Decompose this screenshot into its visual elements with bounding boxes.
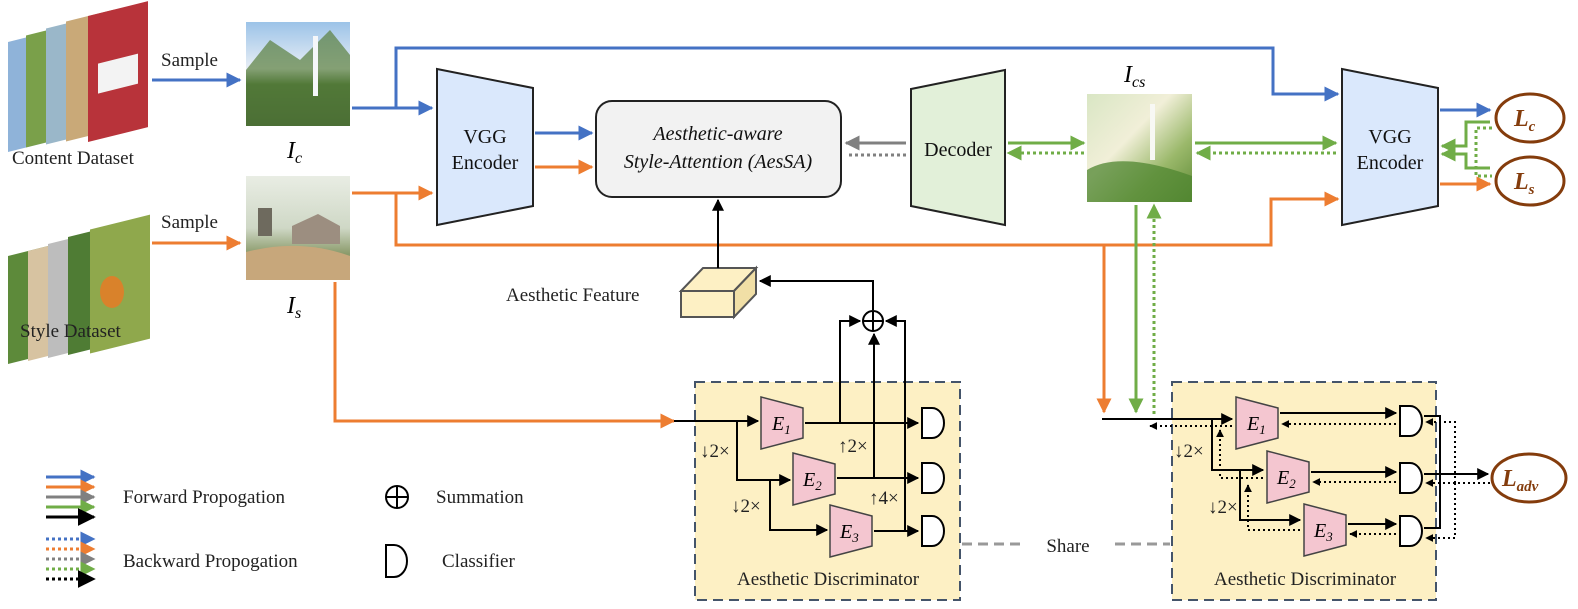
disc-right-down2: ↓2×	[1208, 497, 1238, 518]
content-loss-node	[1494, 92, 1566, 144]
style-bypass-line	[352, 191, 1340, 247]
legend-summation-icon	[385, 485, 409, 509]
decoder-label: Decoder	[924, 139, 992, 161]
loss-c-back-green	[1440, 120, 1490, 154]
disc-left-e2	[792, 452, 836, 506]
disc-left-classifier-2	[921, 462, 945, 494]
disc-left-e3-label: E3	[839, 521, 859, 545]
adversarial-loss-label: Ladv	[1501, 466, 1539, 495]
disc-right-classifier-2	[1399, 462, 1423, 494]
cls3-to-adv	[1424, 474, 1441, 529]
aesthetic-feature-block	[678, 265, 759, 320]
vgg-encoder-right-line2: Encoder	[1357, 152, 1424, 174]
disc-right-e3-label: E3	[1313, 520, 1333, 544]
aessa-line1: Aesthetic-aware	[651, 123, 782, 145]
style-loss-node	[1494, 155, 1566, 207]
disc-right-branch-e2-dotted	[1216, 429, 1263, 479]
adversarial-loss-node	[1490, 452, 1568, 504]
style-loss-label: Ls	[1513, 169, 1535, 198]
disc-right-e2	[1266, 450, 1310, 504]
legend-classifier-label: Classifier	[442, 551, 515, 572]
disc-left-e3-to-sum	[884, 315, 906, 531]
sample-label-content: Sample	[161, 50, 218, 71]
decoder-module	[910, 68, 1006, 227]
style-dataset-label: Style Dataset	[20, 321, 122, 342]
disc-left-e1	[760, 396, 804, 450]
aessa-line2: Style-Attention (AesSA)	[624, 151, 813, 173]
legend-backward-arrows	[46, 531, 96, 588]
legend-summation-label: Summation	[436, 487, 524, 508]
vgg-encoder-right	[1341, 67, 1439, 227]
style-dataset-stack	[8, 214, 150, 365]
disc-right-classifier-3	[1399, 515, 1423, 547]
content-image	[246, 22, 350, 126]
content-bypass-line	[352, 46, 1340, 110]
disc-left-e1-label: E1	[771, 413, 791, 437]
disc-left-branch-e3	[769, 480, 829, 536]
disc-right-e1-label: E1	[1246, 413, 1266, 437]
content-dataset-label: Content Dataset	[12, 148, 135, 169]
adv-back-dotted	[1425, 418, 1490, 484]
discriminator-left-title: Aesthetic Discriminator	[737, 569, 920, 590]
disc-left-up1: ↑2×	[838, 436, 868, 457]
vgg-encoder-left	[436, 67, 534, 227]
style-to-discriminator-line	[333, 282, 676, 429]
disc-right-classifier-1	[1399, 405, 1423, 437]
style-image	[246, 176, 350, 280]
legend-classifier-icon	[385, 544, 408, 578]
disc-left-e2-label: E2	[802, 469, 822, 493]
vgg-encoder-left-line1: VGG	[463, 126, 506, 148]
disc-left-e3	[829, 504, 873, 558]
aesthetic-feature-label: Aesthetic Feature	[506, 285, 639, 306]
summation-node	[862, 310, 884, 332]
content-loss-label: Lc	[1513, 106, 1536, 135]
legend-backward-label: Backward Propogation	[123, 551, 298, 572]
stylized-output-label: Ics	[1123, 62, 1145, 91]
stylized-output-image	[1087, 94, 1192, 202]
disc-right-branch-e2	[1211, 419, 1265, 476]
disc-right-e3	[1303, 503, 1347, 557]
aessa-module	[595, 100, 842, 198]
discriminator-right-title: Aesthetic Discriminator	[1214, 569, 1397, 590]
disc-left-e1-to-sum	[839, 315, 862, 423]
legend: Forward Propogation Backward Propogation…	[46, 469, 524, 588]
content-image-label: Ic	[286, 138, 302, 167]
vgg-encoder-right-line1: VGG	[1368, 126, 1411, 148]
loss-s-back-green-dotted	[1474, 160, 1492, 178]
share-label: Share	[1046, 536, 1089, 557]
disc-right-e1	[1235, 396, 1279, 450]
style-image-label: Is	[286, 293, 301, 322]
disc-right-e2-label: E2	[1276, 467, 1296, 491]
legend-forward-arrows	[46, 469, 96, 526]
disc-left-branch-e2	[736, 421, 792, 486]
content-dataset-stack	[8, 1, 148, 153]
vgg-encoder-left-line2: Encoder	[452, 152, 519, 174]
sum-to-feature-line	[758, 275, 874, 310]
disc-right-branch-e3	[1239, 470, 1302, 526]
sample-label-style: Sample	[161, 212, 218, 233]
loss-s-back-green	[1440, 146, 1490, 170]
disc-left-down2: ↓2×	[731, 496, 761, 517]
disc-right-branch-e3-dotted	[1244, 484, 1300, 531]
disc-left-classifier-3	[921, 515, 945, 547]
disc-left-up2: ↑4×	[869, 488, 899, 509]
disc-left-down1: ↓2×	[700, 441, 730, 462]
disc-right-down1: ↓2×	[1174, 441, 1204, 462]
adv-back-dotted-2	[1425, 483, 1456, 542]
cls1-to-adv	[1424, 415, 1490, 480]
disc-left-classifier-1	[921, 407, 945, 439]
loss-c-back-green-dotted	[1474, 126, 1492, 160]
legend-forward-label: Forward Propogation	[123, 487, 286, 508]
